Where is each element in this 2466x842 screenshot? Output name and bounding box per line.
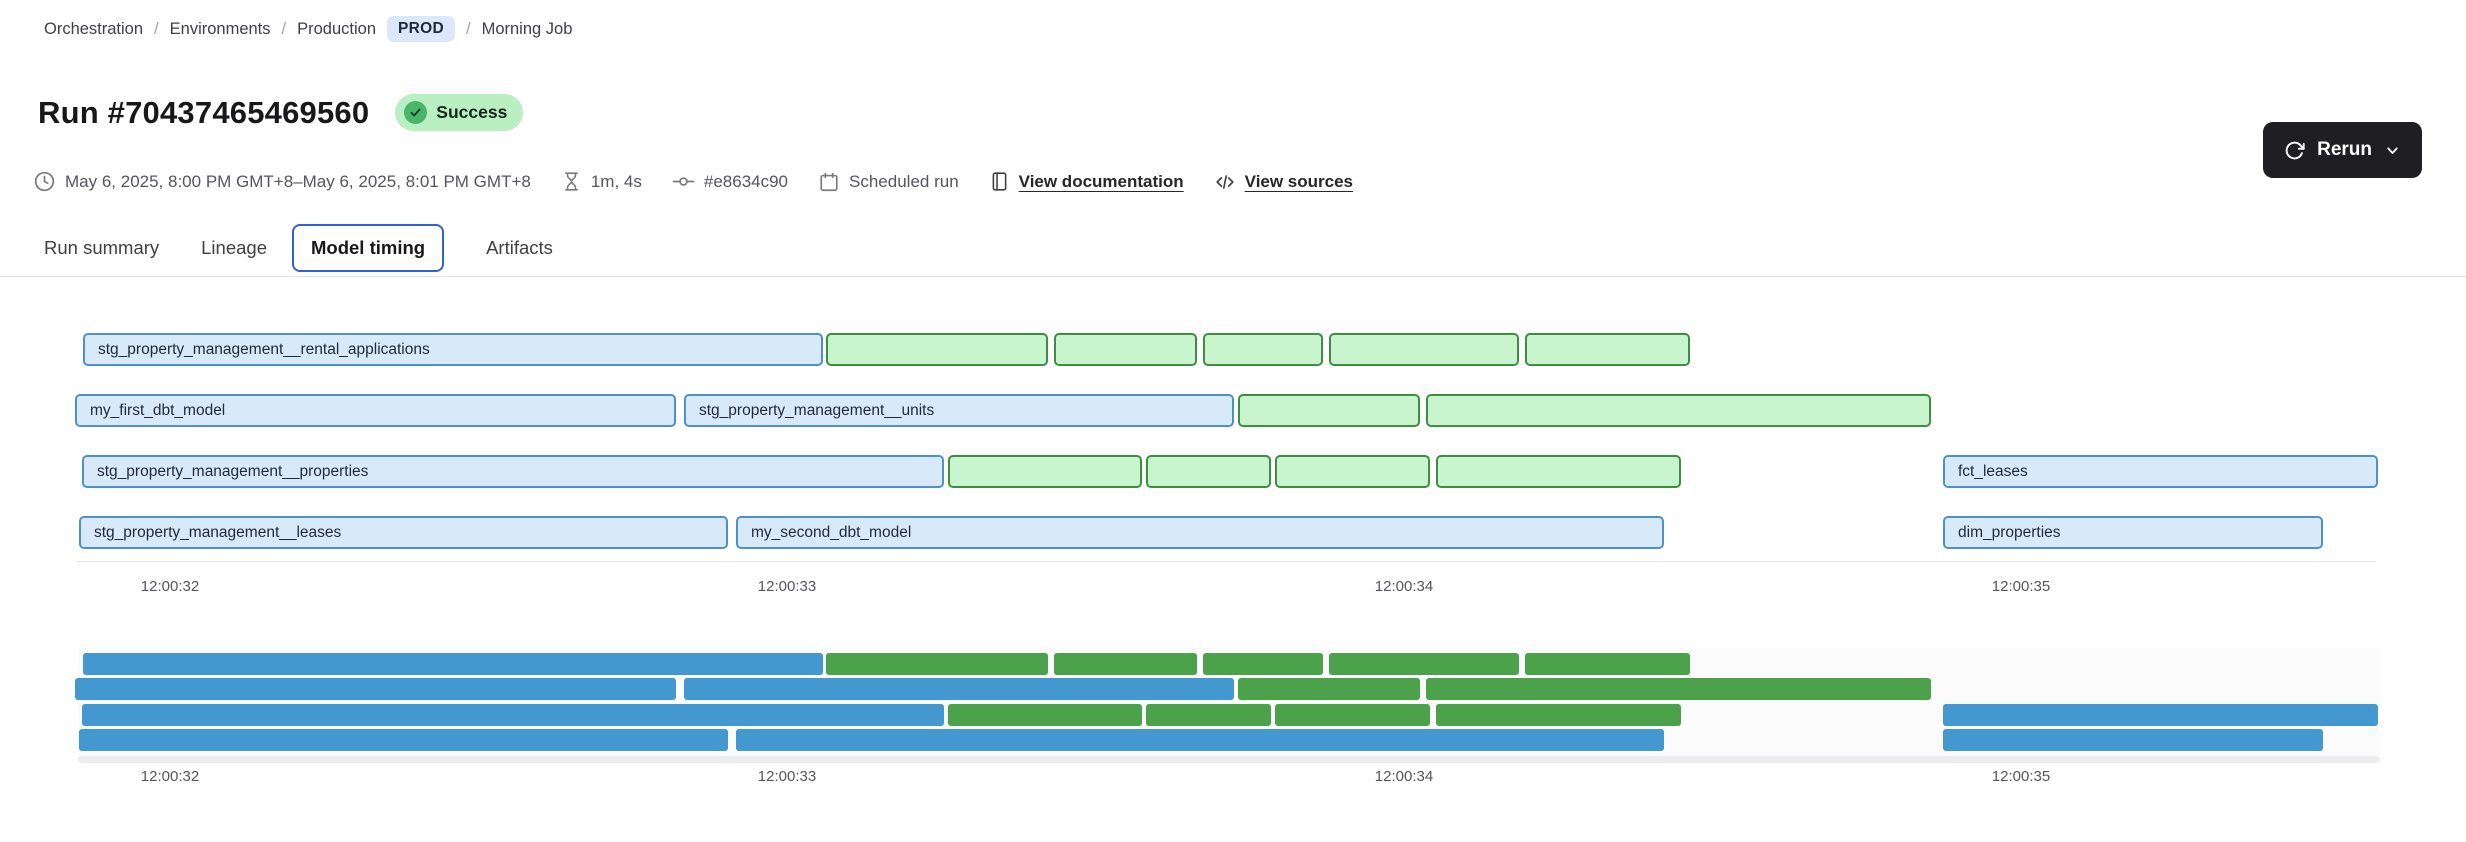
breadcrumb-separator: / [466, 19, 471, 38]
time-axis-line [76, 561, 2376, 562]
overview-axis-tick: 12:00:32 [140, 768, 200, 785]
overview-bar[interactable] [1275, 704, 1430, 726]
gantt-bar-stg_property_management__rental_applications[interactable]: stg_property_management__rental_applicat… [83, 333, 823, 366]
hourglass-icon [564, 172, 578, 191]
calendar-icon [820, 172, 838, 191]
view-sources-link[interactable]: View sources [1214, 171, 1353, 193]
overview-bar[interactable] [1329, 653, 1519, 675]
overview-bar[interactable] [826, 653, 1048, 675]
gantt-bar-label: stg_property_management__leases [94, 523, 342, 541]
run-metadata: May 6, 2025, 8:00 PM GMT+8–May 6, 2025, … [33, 170, 1353, 193]
tab-lineage[interactable]: Lineage [201, 237, 267, 258]
breadcrumb-production[interactable]: Production [297, 19, 377, 38]
gantt-bar-label: my_first_dbt_model [90, 401, 226, 419]
gantt-bar[interactable] [1146, 455, 1271, 488]
gantt-bar[interactable] [1054, 333, 1197, 366]
gantt-bar-label: stg_property_management__properties [97, 462, 369, 480]
gantt-bar-label: stg_property_management__rental_applicat… [98, 340, 430, 358]
gantt-bar[interactable] [1436, 455, 1681, 488]
axis-tick: 12:00:34 [1374, 578, 1434, 595]
overview-bar[interactable] [83, 653, 823, 675]
overview-axis-tick: 12:00:35 [1991, 768, 2051, 785]
environment-badge: PROD [387, 16, 455, 42]
run-trigger: Scheduled run [818, 171, 959, 193]
gantt-bar[interactable] [1426, 394, 1931, 427]
breadcrumb: Orchestration / Environments / Productio… [44, 16, 572, 42]
gantt-bar[interactable] [1329, 333, 1519, 366]
gantt-bar-stg_property_management__leases[interactable]: stg_property_management__leases [79, 516, 728, 549]
overview-bar[interactable] [75, 678, 676, 700]
tab-run-summary[interactable]: Run summary [44, 237, 160, 258]
gantt-bar-my_first_dbt_model[interactable]: my_first_dbt_model [75, 394, 676, 427]
clock-icon [34, 171, 55, 192]
tab-bar: Run summary Lineage Model timing Artifac… [44, 224, 553, 272]
axis-tick: 12:00:32 [140, 578, 200, 595]
overview-bar[interactable] [684, 678, 1234, 700]
overview-bar[interactable] [736, 729, 1664, 751]
commit-hash: #e8634c90 [672, 170, 788, 193]
gantt-bar[interactable] [826, 333, 1048, 366]
status-label: Success [436, 102, 508, 122]
gantt-bar[interactable] [1275, 455, 1430, 488]
refresh-icon [2285, 141, 2305, 159]
overview-bar[interactable] [1238, 678, 1420, 700]
run-duration: 1m, 4s [561, 171, 642, 192]
overview-bar[interactable] [79, 729, 728, 751]
gantt-bar[interactable] [1525, 333, 1690, 366]
axis-tick: 12:00:35 [1991, 578, 2051, 595]
overview-bar[interactable] [82, 704, 944, 726]
gantt-bar-label: dim_properties [1958, 523, 2061, 541]
gantt-bar-label: my_second_dbt_model [751, 523, 912, 541]
overview-bar[interactable] [948, 704, 1142, 726]
chevron-down-icon [2387, 146, 2398, 154]
page-title: Run #70437465469560 [38, 94, 370, 130]
git-commit-icon [672, 177, 695, 186]
overview-bar[interactable] [1943, 704, 2378, 726]
gantt-bar[interactable] [948, 455, 1142, 488]
overview-bar[interactable] [1525, 653, 1690, 675]
time-range: May 6, 2025, 8:00 PM GMT+8–May 6, 2025, … [33, 170, 531, 193]
overview-scroll-track[interactable] [78, 756, 2380, 763]
breadcrumb-separator: / [281, 19, 287, 38]
tabs-divider [0, 276, 2466, 277]
gantt-bar-fct_leases[interactable]: fct_leases [1943, 455, 2378, 488]
gantt-bar-stg_property_management__properties[interactable]: stg_property_management__properties [82, 455, 944, 488]
breadcrumb-orchestration[interactable]: Orchestration [44, 19, 144, 38]
overview-bar[interactable] [1436, 704, 1681, 726]
rerun-button[interactable]: Rerun [2263, 122, 2422, 178]
overview-axis-tick: 12:00:33 [757, 768, 817, 785]
gantt-bar-stg_property_management__units[interactable]: stg_property_management__units [684, 394, 1234, 427]
code-icon [1216, 174, 1234, 189]
title-row: Run #70437465469560 Success [38, 94, 524, 131]
tab-artifacts[interactable]: Artifacts [486, 237, 553, 258]
overview-bar[interactable] [1426, 678, 1931, 700]
overview-bar[interactable] [1203, 653, 1323, 675]
breadcrumb-separator: / [154, 19, 159, 38]
gantt-bar-label: fct_leases [1958, 462, 2028, 480]
gantt-bar-dim_properties[interactable]: dim_properties [1943, 516, 2323, 549]
tab-model-timing[interactable]: Model timing [291, 224, 445, 272]
overview-axis-tick: 12:00:34 [1374, 768, 1434, 785]
gantt-bar[interactable] [1203, 333, 1323, 366]
gantt-bar-label: stg_property_management__units [699, 401, 935, 419]
breadcrumb-morning-job[interactable]: Morning Job [481, 19, 573, 38]
view-documentation-link[interactable]: View documentation [989, 171, 1184, 192]
overview-bar[interactable] [1943, 729, 2323, 751]
axis-tick: 12:00:33 [757, 578, 817, 595]
overview-bar[interactable] [1054, 653, 1197, 675]
gantt-bar[interactable] [1238, 394, 1420, 427]
overview-bar[interactable] [1146, 704, 1271, 726]
status-badge: Success [395, 94, 524, 131]
breadcrumb-environments[interactable]: Environments [169, 19, 271, 38]
gantt-bar-my_second_dbt_model[interactable]: my_second_dbt_model [736, 516, 1664, 549]
book-icon [992, 172, 1007, 191]
success-check-icon [404, 101, 428, 124]
